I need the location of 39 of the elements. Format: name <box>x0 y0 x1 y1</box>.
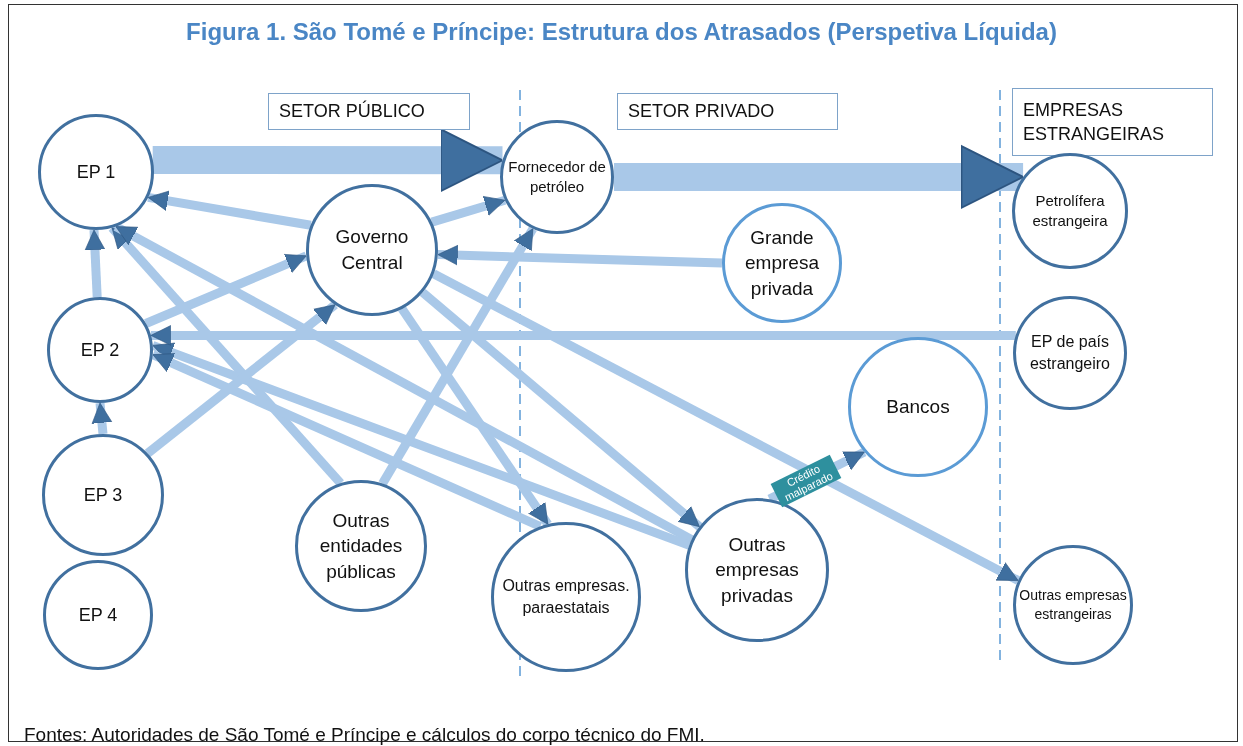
entity-label: EP 1 <box>76 160 116 184</box>
flow-arrow <box>430 195 507 227</box>
entity-label: Fornecedor de petróleo <box>507 156 607 197</box>
source-note: Fontes: Autoridades de São Tomé e Príncipe e cálculos do corpo técnico do FMI. <box>24 724 705 746</box>
entity-label: SETOR PÚBLICO <box>279 99 425 124</box>
flow-arrow <box>84 229 106 298</box>
flow-arrow <box>437 245 723 268</box>
entity-label: Petrolífera estrangeira <box>1031 190 1109 231</box>
flow-arrow <box>91 402 113 435</box>
flow-arrow <box>152 128 504 192</box>
entity-label: EP 3 <box>83 483 123 507</box>
entity-label: Outras empresas estrangeiras <box>1018 586 1128 624</box>
flow-arrow <box>614 145 1024 209</box>
flow-arrow <box>419 288 703 531</box>
flow-arrow <box>378 226 537 486</box>
diagram-title: Figura 1. São Tomé e Príncipe: Estrutura dos Atrasados (Perspetiva Líquida) <box>185 18 1058 46</box>
entity-label: Governo Central <box>334 225 410 275</box>
entity-label: Outras empresas privadas <box>714 532 800 608</box>
entity-label: EP 4 <box>78 603 118 627</box>
flow-arrow <box>150 325 1016 346</box>
flow-arrow <box>144 251 309 328</box>
entity-label: Outras entidades públicas <box>318 508 404 584</box>
entity-label: Grande empresa privada <box>744 225 820 301</box>
flow-arrow <box>151 341 691 550</box>
entity-label: EMPRESAS ESTRANGEIRAS <box>1023 98 1166 146</box>
flow-arrow <box>147 190 312 230</box>
entity-label: SETOR PRIVADO <box>628 100 775 124</box>
entity-label: Bancos <box>886 395 950 420</box>
sector-header-box <box>1012 88 1213 156</box>
flow-arrow <box>144 301 338 457</box>
sector-header-box <box>268 93 470 130</box>
flow-arrow <box>398 306 552 527</box>
flow-arrow <box>113 222 694 544</box>
flow-arrow <box>150 350 543 531</box>
flow-arrow <box>431 269 1021 585</box>
sector-header-box <box>617 93 838 130</box>
entity-label: Outras empresas. paraestatais <box>501 576 631 618</box>
entity-label: EP 2 <box>80 338 120 362</box>
entity-label: EP de país estrangeiro <box>1028 332 1111 374</box>
